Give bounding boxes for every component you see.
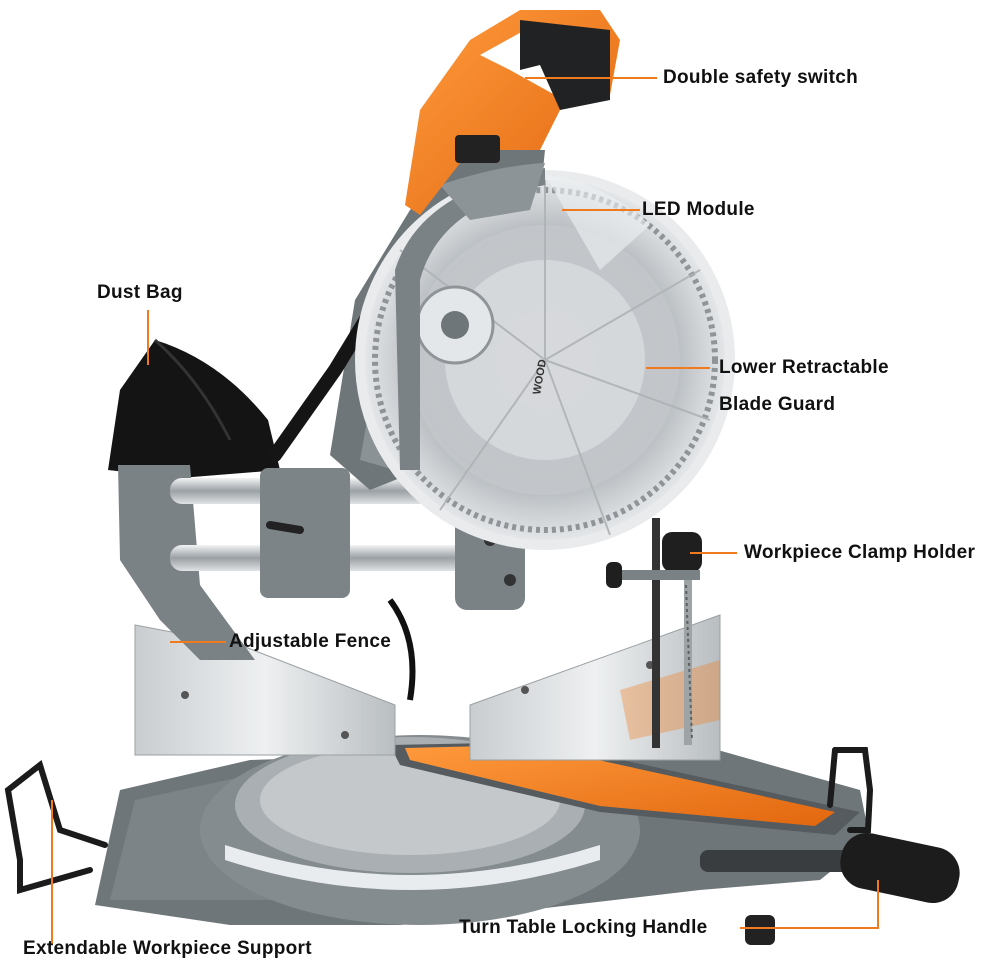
power-cord xyxy=(387,598,416,701)
dust-bag xyxy=(108,338,280,478)
callout-clamp-holder: Workpiece Clamp Holder xyxy=(744,542,976,563)
turntable-locking-handle xyxy=(700,832,960,945)
blade-assembly: WOOD xyxy=(355,170,735,550)
workpiece-support-right xyxy=(827,747,874,833)
callout-dust-bag: Dust Bag xyxy=(97,282,183,303)
leader-locking-handle xyxy=(740,880,879,929)
callout-led-module: LED Module xyxy=(642,199,755,220)
workpiece-support-left xyxy=(4,759,108,894)
callout-lower-guard-line2: Blade Guard xyxy=(719,394,836,415)
callout-leaders xyxy=(51,77,879,945)
callout-fence: Adjustable Fence xyxy=(229,631,392,652)
callout-workpiece-support: Extendable Workpiece Support xyxy=(23,938,312,959)
callout-safety-switch: Double safety switch xyxy=(663,67,858,88)
upper-blade-guard xyxy=(395,163,545,470)
turntable-arm xyxy=(390,742,860,835)
callout-lower-guard-line1: Lower Retractable xyxy=(719,357,889,378)
callout-locking-handle: Turn Table Locking Handle xyxy=(459,917,708,938)
workpiece-clamp xyxy=(606,518,702,748)
